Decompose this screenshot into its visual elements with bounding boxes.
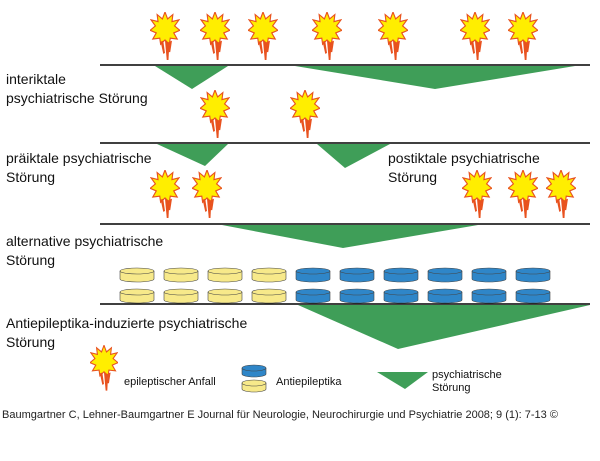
drug-tablet-icon	[383, 267, 419, 283]
drug-tablet-icon	[471, 267, 507, 283]
seizure-icon	[378, 12, 408, 60]
label-drug-induced-line1: Antiepileptika-induzierte psychiatrische	[6, 315, 248, 331]
drug-tablet-icon	[471, 288, 507, 304]
seizure-icon	[150, 12, 180, 60]
disorder-wedge-preictal	[157, 144, 228, 166]
legend-seizure-icon	[90, 345, 118, 391]
legend-disorder-wedge	[377, 372, 428, 389]
seizure-icon	[460, 12, 490, 60]
drug-tablet-icon	[163, 267, 199, 283]
label-alternative-line1: alternative psychiatrische	[6, 233, 164, 249]
disorder-wedge-postictal	[317, 144, 390, 168]
drug-tablet-icon	[339, 288, 375, 304]
label-postictal-line1: postiktale psychiatrische	[388, 150, 540, 166]
seizure-icon	[546, 170, 576, 218]
legend-seizure-label: epileptischer Anfall	[124, 376, 216, 388]
citation-footer: Baumgartner C, Lehner-Baumgartner E Jour…	[0, 400, 600, 461]
label-interictal-line2: psychiatrische Störung	[6, 90, 148, 106]
drug-tablet-icon	[119, 288, 155, 304]
seizure-icon	[508, 170, 538, 218]
row-interictal	[100, 12, 590, 89]
drug-tablet-icon	[383, 288, 419, 304]
disorder-wedge-interictal-2	[295, 66, 575, 89]
drug-tablet-icon	[207, 288, 243, 304]
label-drug-induced-line2: Störung	[6, 334, 56, 350]
drug-tablet-icon	[515, 267, 551, 283]
citation-text: Baumgartner C, Lehner-Baumgartner E Jour…	[2, 409, 558, 421]
row-alternative	[100, 170, 590, 248]
seizure-icon	[462, 170, 492, 218]
label-preictal-line1: präiktale psychiatrische	[6, 150, 152, 166]
label-alternative-line2: Störung	[6, 252, 56, 268]
drug-tablet-icon	[295, 267, 331, 283]
drug-tablet-icon	[295, 288, 331, 304]
legend-drug-label: Antiepileptika	[276, 376, 342, 388]
drug-tablet-icon	[119, 267, 155, 283]
label-preictal-line2: Störung	[6, 169, 56, 185]
row-drug-induced	[100, 267, 590, 349]
drug-tablet-icon	[207, 267, 243, 283]
disorder-wedge-alternative	[222, 225, 478, 248]
disorder-wedge-drug-induced	[298, 305, 590, 349]
seizure-icon	[192, 170, 222, 218]
drug-tablets	[119, 267, 551, 304]
disorder-wedge-interictal-1	[155, 66, 228, 89]
legend-disorder-label-line1: psychiatrische	[432, 369, 502, 381]
seizure-icon	[312, 12, 342, 60]
drug-tablet-icon	[163, 288, 199, 304]
seizure-icon	[290, 90, 320, 138]
drug-tablet-icon	[339, 267, 375, 283]
seizure-icon	[508, 12, 538, 60]
seizure-icon	[248, 12, 278, 60]
drug-tablet-icon	[251, 288, 287, 304]
legend	[90, 345, 428, 393]
drug-tablet-icon	[427, 288, 463, 304]
diagram-canvas	[90, 12, 590, 393]
drug-tablet-icon	[515, 288, 551, 304]
drug-tablet-icon	[251, 267, 287, 283]
seizure-icon	[200, 90, 230, 138]
legend-disorder-label-line2: Störung	[432, 382, 471, 394]
row-peri-ictal	[100, 90, 590, 168]
seizure-icon	[200, 12, 230, 60]
drug-tablet-icon	[427, 267, 463, 283]
label-interictal-line1: interiktale	[6, 71, 66, 87]
seizure-icon	[150, 170, 180, 218]
label-postictal-line2: Störung	[388, 169, 438, 185]
legend-drug-icon	[241, 364, 267, 393]
